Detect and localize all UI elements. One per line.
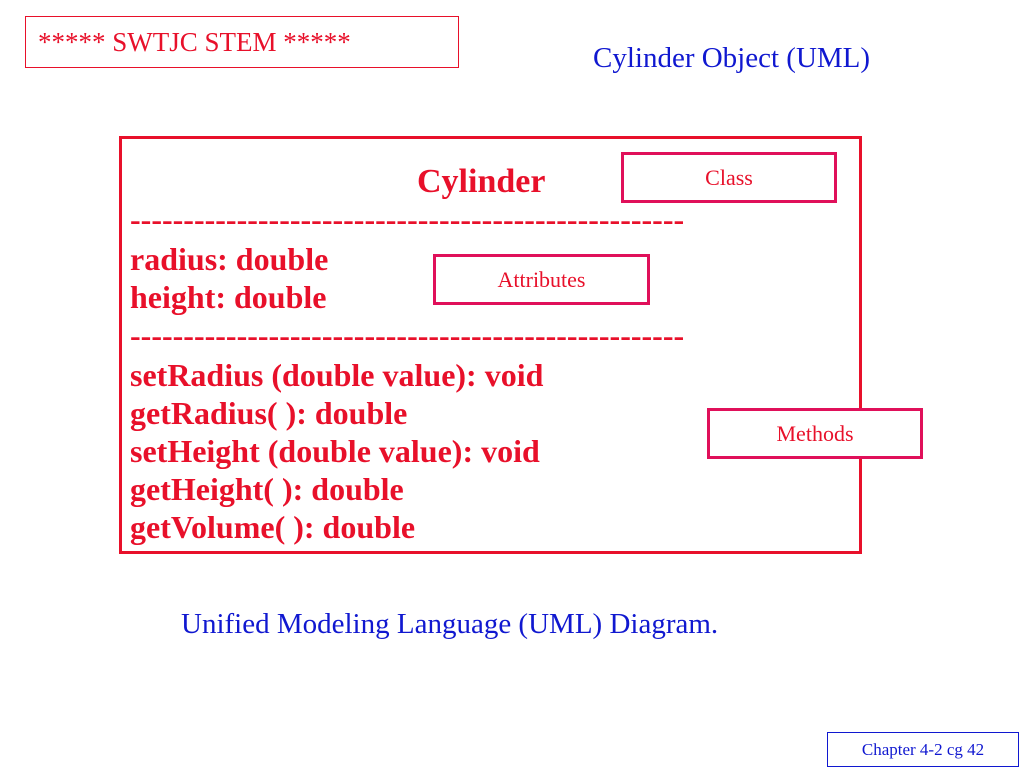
uml-divider-bottom: ----------------------------------------… xyxy=(130,317,685,353)
footer-page-label: Chapter 4-2 cg 42 xyxy=(827,732,1019,767)
uml-class-name: Cylinder xyxy=(417,163,546,200)
uml-method-get-radius: getRadius( ): double xyxy=(130,395,408,431)
uml-attribute-radius: radius: double xyxy=(130,241,329,277)
uml-method-set-radius: setRadius (double value): void xyxy=(130,357,544,393)
header-label: ***** SWTJC STEM ***** xyxy=(25,16,459,68)
page-title: Cylinder Object (UML) xyxy=(593,42,871,74)
uml-divider-top: ----------------------------------------… xyxy=(130,201,685,237)
uml-attribute-height: height: double xyxy=(130,279,327,315)
callout-methods: Methods xyxy=(707,408,923,459)
diagram-caption: Unified Modeling Language (UML) Diagram. xyxy=(181,608,719,640)
uml-method-get-volume: getVolume( ): double xyxy=(130,509,416,545)
uml-method-get-height: getHeight( ): double xyxy=(130,471,404,507)
callout-attributes: Attributes xyxy=(433,254,650,305)
callout-class: Class xyxy=(621,152,837,203)
uml-class-box xyxy=(119,136,862,554)
uml-method-set-height: setHeight (double value): void xyxy=(130,433,540,469)
